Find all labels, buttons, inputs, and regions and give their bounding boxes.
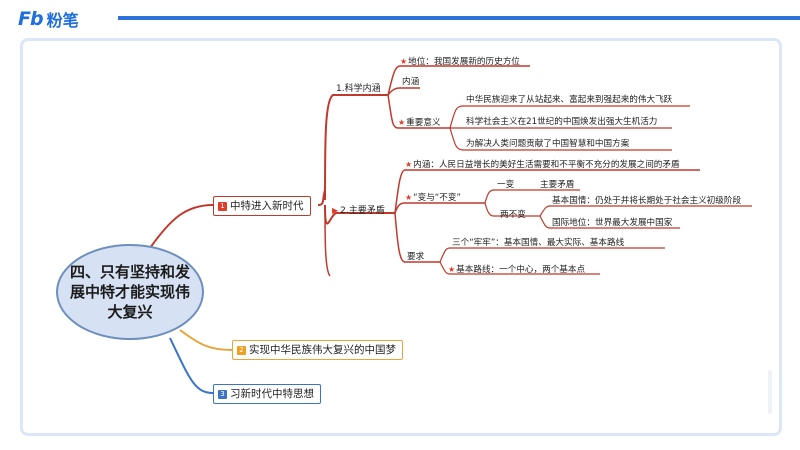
branch-num: 2 [237, 345, 246, 355]
node-sig-2[interactable]: 科学社会主义在21世纪的中国焕发出强大生机活力 [466, 117, 658, 127]
branch-china-dream[interactable]: 2 实现中华民族伟大复兴的中国梦 [232, 340, 403, 360]
line-sub1-significance [387, 94, 450, 129]
line-sub1-position [387, 65, 530, 96]
node-significance[interactable]: ★重要意义 [398, 118, 441, 128]
logo-text: 粉笔 [46, 11, 79, 30]
node-main-contradiction[interactable]: ▶2.主要矛盾 [332, 206, 385, 216]
node-main-contradiction-label[interactable]: 主要矛盾 [540, 180, 575, 190]
mindmap-card [20, 38, 782, 436]
star-icon: ★ [405, 193, 413, 202]
node-position[interactable]: ★地位：我国发展新的历史方位 [400, 57, 520, 67]
line-sub2-content [394, 169, 700, 214]
node-sig-3[interactable]: 为解决人类问题贡献了中国智慧和中国方案 [466, 139, 630, 149]
node-basic-condition[interactable]: 基本国情：仍处于并将长期处于社会主义初级阶段 [552, 196, 742, 206]
flag-icon: ▶ [332, 206, 339, 215]
line-b1-sub2-low [324, 204, 331, 277]
header-rule [118, 16, 800, 20]
node-one-change[interactable]: 一变 [497, 180, 515, 190]
line-req-line [439, 261, 600, 275]
line-root-b1 [149, 204, 214, 249]
node-two-unchanged[interactable]: 两不变 [500, 210, 526, 220]
root-node[interactable]: 四、只有坚持和发展中特才能实现伟大复兴 [56, 244, 204, 340]
node-content[interactable]: ★内涵：人民日益增长的美好生活需要和不平衡不充分的发展之间的矛盾 [405, 160, 680, 170]
line-change-two [484, 202, 540, 217]
node-requirement[interactable]: 要求 [407, 252, 425, 262]
line-two-intl [539, 215, 680, 229]
branch-num: 3 [218, 389, 227, 399]
line-root-b2 [179, 329, 233, 351]
line-sub2-req [394, 212, 440, 263]
line-b1-sub1 [324, 94, 388, 201]
root-title: 四、只有坚持和发展中特才能实现伟大复兴 [69, 263, 190, 321]
line-sig-3 [449, 127, 672, 151]
branch-num: 1 [218, 201, 227, 211]
branch-label: 实现中华民族伟大复兴的中国梦 [249, 344, 396, 356]
node-neihan[interactable]: 内涵 [402, 77, 420, 87]
star-icon: ★ [398, 118, 406, 127]
line-two-basic [539, 205, 752, 217]
star-icon: ★ [400, 57, 408, 66]
star-icon: ★ [448, 265, 456, 274]
line-b1-trunk [317, 189, 326, 206]
star-icon: ★ [405, 160, 413, 169]
brand-logo: Fb 粉笔 [18, 8, 79, 30]
branch-thought[interactable]: 3 习新时代中特思想 [213, 384, 321, 404]
line-sub2-change [394, 202, 485, 214]
node-sig-1[interactable]: 中华民族迎来了从站起来、富起来到强起来的伟大飞跃 [466, 95, 673, 105]
branch-label: 习新时代中特思想 [230, 388, 314, 400]
node-intl-status[interactable]: 国际地位：世界最大发展中国家 [552, 218, 673, 228]
branch-label: 中特进入新时代 [230, 200, 304, 212]
node-three-firm[interactable]: 三个“牢牢”：基本国情、最大实际、基本路线 [452, 238, 625, 248]
line-change-one [484, 189, 580, 204]
node-scientific-connotation[interactable]: 1.科学内涵 [336, 84, 381, 94]
node-change[interactable]: ★“变与“不变” [405, 193, 461, 203]
logo-mark: Fb [18, 8, 44, 30]
line-sub1-neihan [387, 87, 420, 96]
scrollbar[interactable] [768, 370, 772, 414]
line-req-three [439, 247, 665, 263]
line-root-b3 [169, 337, 214, 394]
branch-new-era[interactable]: 1 中特进入新时代 [213, 196, 311, 216]
node-basic-line[interactable]: ★基本路线：一个中心，两个基本点 [448, 265, 586, 275]
line-sig-1 [449, 105, 690, 129]
